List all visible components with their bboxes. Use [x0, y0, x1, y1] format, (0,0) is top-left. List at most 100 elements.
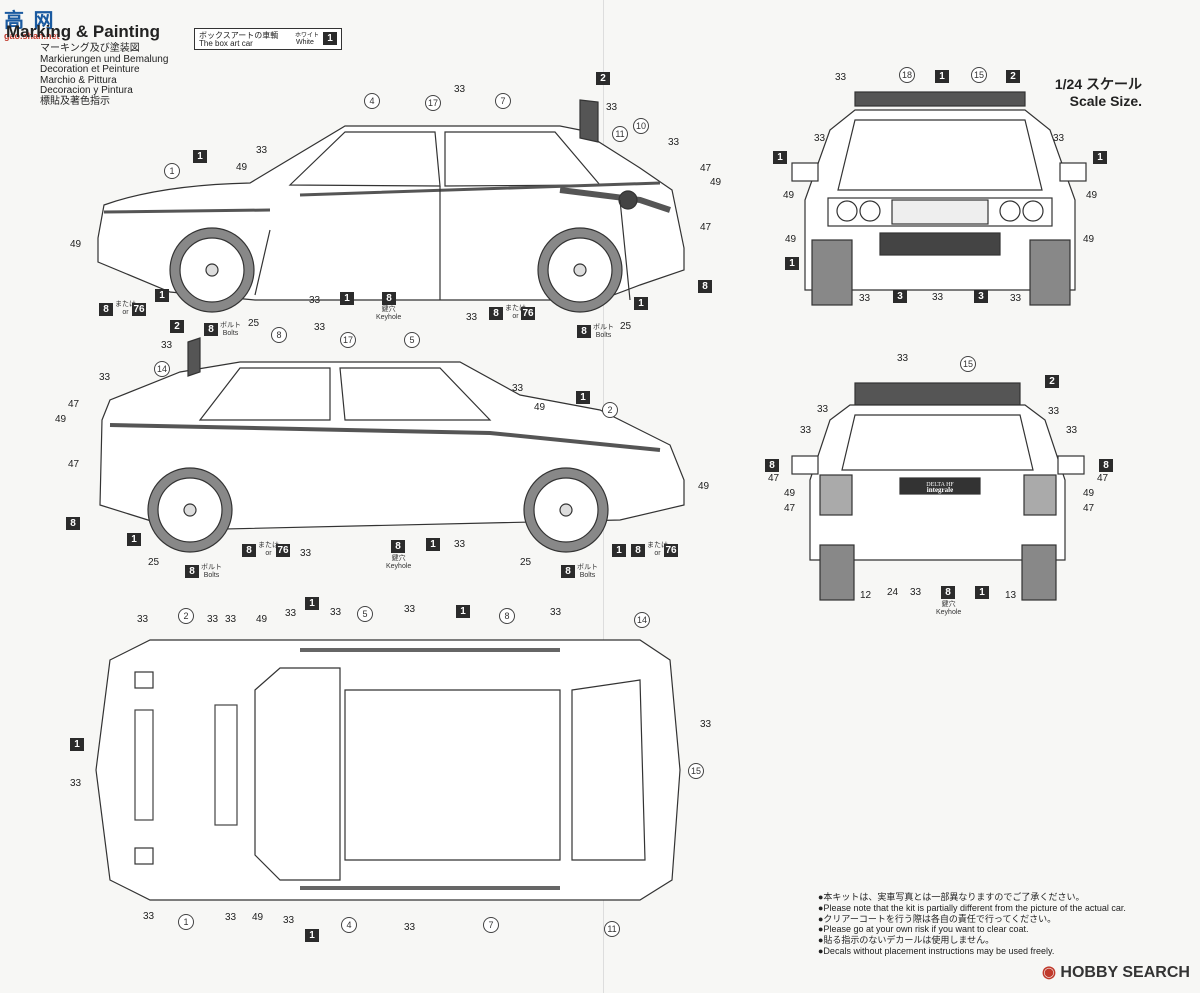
callout-14: 14 [154, 361, 170, 377]
callout-1: 1 [935, 70, 949, 83]
scale-jp: 1/24 スケール [1054, 76, 1142, 92]
callout-33: 33 [70, 778, 82, 789]
note-1-jp: ●本キットは、実車写真とは一部異なりますのでご了承ください。 [818, 892, 1085, 902]
callout-33: 33 [454, 84, 466, 95]
callout-25: 25 [248, 318, 260, 329]
or-en: or [265, 550, 272, 557]
callout-33: 33 [225, 912, 237, 923]
box-art-color-number: 1 [323, 32, 337, 45]
page-title: Marking & Painting [6, 22, 160, 41]
callout-33: 33 [932, 292, 944, 303]
callout-33: 33 [512, 383, 524, 394]
callout-47: 47 [768, 473, 780, 484]
box-art-jp: ボックスアートの車輌 [199, 31, 279, 40]
lang-es: Decoracion y Pintura [40, 85, 133, 97]
lang-fr: Decoration et Peinture [40, 64, 140, 76]
callout-4: 4 [364, 93, 380, 109]
callout-76: 76 [521, 307, 535, 320]
callout-12: 12 [860, 590, 872, 601]
callout-1: 1 [305, 929, 319, 942]
language-titles: マーキング及び塗装図 Markierungen und Bemalung Dec… [40, 43, 168, 108]
callout-49: 49 [1086, 190, 1098, 201]
box-art-en: The box art car [199, 39, 253, 48]
bolts-en: Bolts [203, 572, 220, 579]
callout-8: 8 [66, 517, 80, 530]
callout-8-circle: 8 [499, 608, 515, 624]
plate-line2: integrale [927, 486, 953, 494]
callout-15: 15 [971, 67, 987, 83]
callout-33: 33 [137, 614, 149, 625]
lang-it: Marchio & Pittura [40, 74, 117, 86]
plate-line1: DELTA HF [926, 482, 954, 488]
callout-33: 33 [1010, 293, 1022, 304]
callout-49: 49 [1083, 234, 1095, 245]
callout-8: 8 [204, 323, 218, 336]
callout-33: 33 [466, 312, 478, 323]
callout-7: 7 [483, 917, 499, 933]
callout-2: 2 [1045, 375, 1059, 388]
callout-33: 33 [1053, 133, 1065, 144]
callout-8: 8 [489, 307, 503, 320]
callout-1-circle: 1 [164, 163, 180, 179]
callout-49: 49 [1083, 488, 1095, 499]
keyhole-jp: 鍵穴 [381, 306, 396, 313]
callout-33: 33 [330, 607, 342, 618]
callout-49: 49 [534, 402, 546, 413]
callout-76: 76 [132, 303, 146, 316]
bolts-en: Bolts [579, 572, 596, 579]
callout-33: 33 [283, 915, 295, 926]
box-art-color-en: White [296, 39, 314, 46]
callout-2: 2 [596, 72, 610, 85]
note-1-en: ●Please note that the kit is partially d… [818, 902, 1126, 913]
callout-1: 1 [155, 289, 169, 302]
callout-1: 1 [785, 257, 799, 270]
callout-2: 2 [170, 320, 184, 333]
callout-33: 33 [225, 614, 237, 625]
callout-33: 33 [814, 133, 826, 144]
brand-text: HOBBY SEARCH [1060, 964, 1190, 981]
callout-49: 49 [783, 190, 795, 201]
callout-49: 49 [785, 234, 797, 245]
callout-1: 1 [773, 151, 787, 164]
callout-33: 33 [550, 607, 562, 618]
callout-76: 76 [664, 544, 678, 557]
callout-1: 1 [426, 538, 440, 551]
callout-1: 1 [340, 292, 354, 305]
callout-10: 10 [633, 118, 649, 134]
callout-33: 33 [314, 322, 326, 333]
rear-view [791, 382, 1085, 601]
callout-47: 47 [700, 163, 712, 174]
bolts-jp: ボルト [220, 322, 241, 329]
or-en: or [512, 313, 519, 320]
callout-1: 1 [305, 597, 319, 610]
callout-33: 33 [404, 922, 416, 933]
keyhole-en: Keyhole [936, 609, 962, 616]
bolts-jp: ボルト [593, 324, 614, 331]
callout-33: 33 [897, 353, 909, 364]
callout-8: 8 [242, 544, 256, 557]
or-jp: または [115, 301, 136, 308]
callout-33: 33 [668, 137, 680, 148]
brand-icon: ◉ [1042, 964, 1056, 981]
callout-33: 33 [859, 293, 871, 304]
box-art-color-jp: ホワイト [295, 33, 320, 39]
callout-33: 33 [800, 425, 812, 436]
callout-4: 4 [341, 917, 357, 933]
callout-33: 33 [285, 608, 297, 619]
notes-block: ●本キットは、実車写真とは一部異なりますのでご了承ください。 ●Please n… [818, 892, 1158, 957]
callout-33: 33 [817, 404, 829, 415]
keyhole-en: Keyhole [386, 563, 412, 570]
callout-47: 47 [700, 222, 712, 233]
callout-1: 1 [70, 738, 84, 751]
callout-1: 1 [975, 586, 989, 599]
lang-jp: マーキング及び塗装図 [40, 43, 140, 54]
callout-33: 33 [1066, 425, 1078, 436]
callout-15: 15 [688, 763, 704, 779]
callout-33: 33 [1048, 406, 1060, 417]
callout-49: 49 [710, 177, 722, 188]
callout-33: 33 [143, 911, 155, 922]
note-3-en: ●Decals without placement instructions m… [818, 945, 1055, 956]
callout-1: 1 [634, 297, 648, 310]
